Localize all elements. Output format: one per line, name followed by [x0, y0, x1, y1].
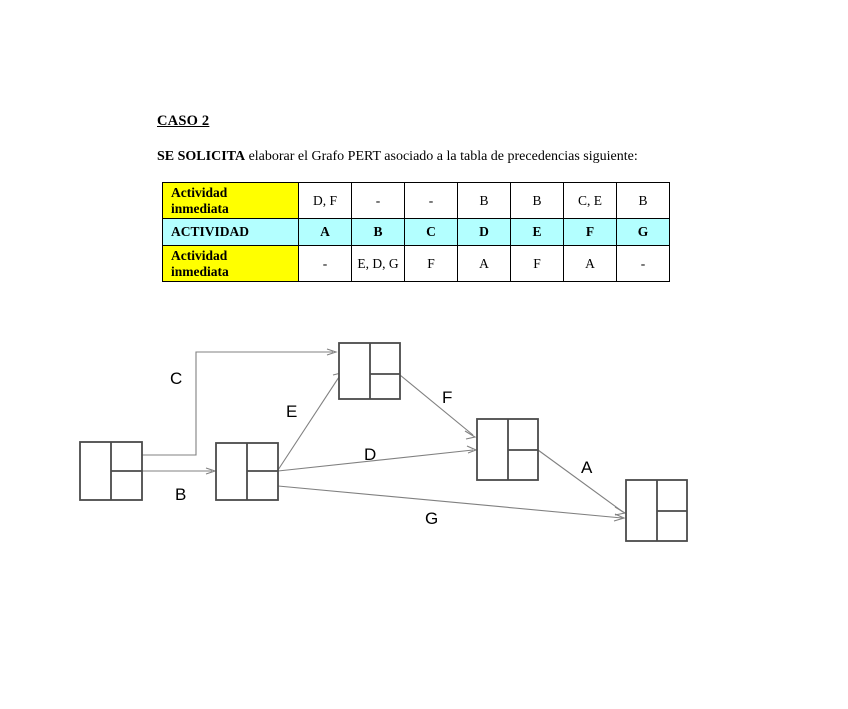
instruction-strong: SE SOLICITA [157, 149, 246, 164]
cell-activity-2: C [404, 218, 458, 246]
edge-E [277, 372, 342, 471]
cell-top-0: D, F [298, 182, 352, 219]
row-label-line-1: Actividad [171, 185, 228, 201]
table-row-preceding-bottom: Actividad inmediata - E, D, G F A F A - [162, 245, 670, 282]
row-label-actividad-inmediata-bottom: Actividad inmediata [162, 245, 299, 282]
table-row-activity: ACTIVIDAD A B C D E F G [162, 218, 670, 246]
row-label-line-2: inmediata [171, 263, 229, 279]
edge-D [277, 445, 478, 472]
pert-node-1[interactable] [79, 441, 143, 501]
row-label-line-2: inmediata [171, 200, 229, 216]
precedence-table: Actividad inmediata D, F - - B B C, E B … [162, 182, 670, 282]
cell-bottom-1: E, D, G [351, 245, 405, 282]
table-row-preceding-top: Actividad inmediata D, F - - B B C, E B [162, 182, 670, 219]
edge-label-C: C [170, 369, 182, 388]
cell-top-6: B [616, 182, 670, 219]
edge-label-A: A [581, 458, 593, 477]
edge-B [142, 467, 217, 475]
row-label-line-1: Actividad [171, 248, 228, 264]
edge-F [399, 374, 477, 440]
instruction-rest: elaborar el Grafo PERT asociado a la tab… [245, 149, 638, 164]
cell-bottom-5: A [563, 245, 617, 282]
cell-activity-4: E [510, 218, 564, 246]
edge-G [277, 485, 626, 522]
cell-top-4: B [510, 182, 564, 219]
cell-top-2: - [404, 182, 458, 219]
instruction-line: SE SOLICITA elaborar el Grafo PERT asoci… [157, 149, 638, 165]
cell-activity-6: G [616, 218, 670, 246]
edge-label-E: E [286, 402, 297, 421]
pert-node-4[interactable] [476, 418, 539, 481]
edge-label-B: B [175, 485, 186, 504]
cell-top-3: B [457, 182, 511, 219]
cell-activity-1: B [351, 218, 405, 246]
cell-bottom-4: F [510, 245, 564, 282]
row-label-actividad-inmediata-top: Actividad inmediata [162, 182, 299, 219]
cell-bottom-2: F [404, 245, 458, 282]
cell-bottom-0: - [298, 245, 352, 282]
edge-A [537, 449, 627, 516]
edge-label-D: D [364, 445, 376, 464]
cell-activity-0: A [298, 218, 352, 246]
pert-node-2[interactable] [215, 442, 279, 501]
row-label-actividad: ACTIVIDAD [162, 218, 299, 246]
pert-node-5[interactable] [625, 479, 688, 542]
cell-activity-5: F [563, 218, 617, 246]
edge-label-F: F [442, 388, 452, 407]
cell-top-1: - [351, 182, 405, 219]
edge-C [142, 348, 338, 456]
cell-bottom-3: A [457, 245, 511, 282]
edge-label-G: G [425, 509, 438, 528]
cell-bottom-6: - [616, 245, 670, 282]
cell-activity-3: D [457, 218, 511, 246]
cell-top-5: C, E [563, 182, 617, 219]
pert-node-3[interactable] [338, 342, 401, 400]
page-title: CASO 2 [157, 113, 210, 129]
